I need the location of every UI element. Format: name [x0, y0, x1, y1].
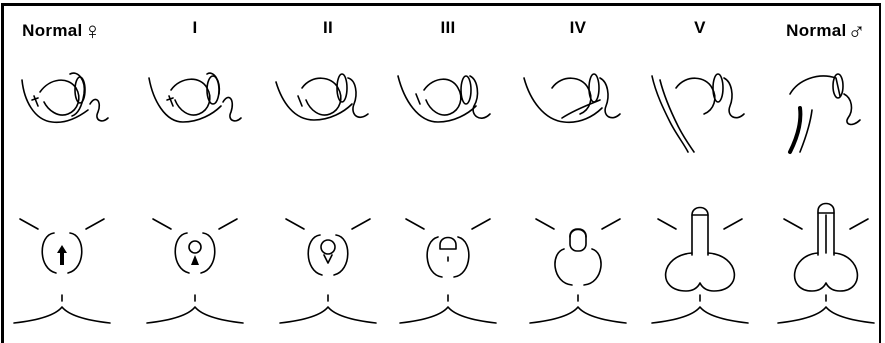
external-sketch-stage-3	[400, 219, 496, 323]
external-sketch-stage-5	[652, 208, 748, 324]
sagittal-sketch-normal-female	[22, 73, 108, 122]
external-sketch-normal-female	[14, 219, 110, 323]
external-sketch-stage-4	[530, 219, 626, 323]
external-sketch-stage-1	[147, 219, 243, 323]
sagittal-sketch-stage-4	[524, 74, 620, 122]
sagittal-sketch-stage-1	[149, 73, 241, 122]
sagittal-sketch-stage-5	[652, 74, 744, 152]
external-sketch-stage-2	[280, 219, 376, 323]
sagittal-sketch-normal-male	[790, 74, 860, 152]
sagittal-sketch-stage-2	[276, 74, 368, 120]
sagittal-sketch-stage-3	[398, 76, 490, 122]
external-sketch-normal-male	[778, 204, 874, 324]
